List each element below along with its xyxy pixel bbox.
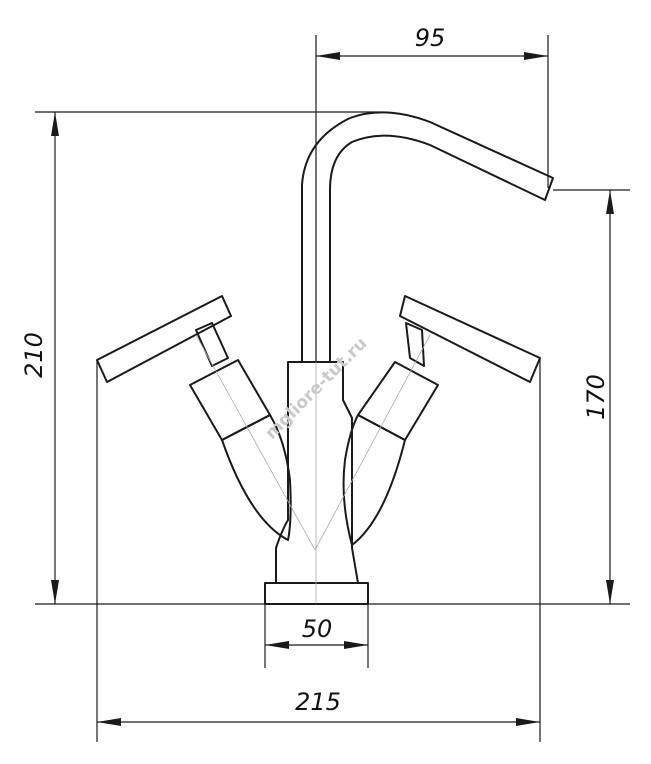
- base-plate: [264, 582, 369, 605]
- left-valve-stem: [195, 322, 229, 367]
- right-handle: [399, 295, 541, 383]
- arrowhead: [316, 52, 340, 60]
- spout: [301, 111, 554, 363]
- right-valve-housing: [357, 361, 439, 441]
- dimension-total-height: 210: [20, 111, 630, 605]
- left-valve-housing: [189, 359, 271, 441]
- arrowhead: [97, 718, 121, 726]
- left-valve-axis: [195, 334, 316, 551]
- arrowhead: [606, 190, 614, 214]
- dimension-spout-reach: 95: [315, 24, 549, 190]
- dimension-total-width: 215: [96, 358, 541, 742]
- arrowhead: [524, 52, 548, 60]
- arrowhead: [606, 580, 614, 604]
- arrowhead: [344, 641, 368, 649]
- left-valve-body: [221, 414, 292, 541]
- left-handle: [96, 295, 232, 383]
- right-valve-stem: [405, 322, 425, 367]
- arrowhead: [516, 718, 540, 726]
- dimension-spout-height: 170: [553, 189, 630, 604]
- arrowhead: [51, 580, 59, 604]
- dimension-label: 50: [302, 615, 333, 643]
- dimension-label: 95: [415, 24, 446, 52]
- dimension-label: 210: [20, 332, 48, 378]
- dimension-label: 170: [582, 374, 610, 420]
- faucet-body: [96, 111, 554, 605]
- dimension-base-width: 50: [264, 604, 369, 668]
- right-valve-axis: [314, 334, 431, 551]
- right-valve-body: [342, 414, 406, 546]
- dimension-label: 215: [295, 688, 341, 716]
- body-column: [275, 361, 359, 584]
- arrowhead: [51, 112, 59, 136]
- arrowhead: [265, 641, 289, 649]
